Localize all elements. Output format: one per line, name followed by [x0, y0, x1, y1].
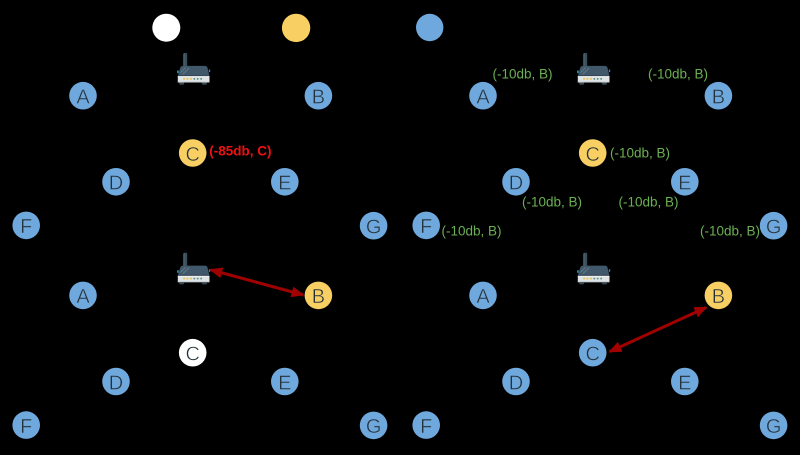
svg-text:C: C: [185, 344, 199, 366]
svg-text:E: E: [278, 173, 291, 195]
svg-text:(-10db, B): (-10db, B): [442, 224, 502, 239]
svg-text:A: A: [76, 286, 90, 308]
svg-text:G: G: [766, 217, 782, 239]
svg-text:D: D: [109, 372, 123, 394]
svg-text:A: A: [476, 286, 490, 308]
svg-text:F: F: [20, 416, 32, 438]
svg-text:D: D: [109, 173, 123, 195]
svg-text:E: E: [278, 372, 291, 394]
svg-text:B: B: [712, 286, 725, 308]
svg-text:A: A: [76, 87, 90, 109]
svg-text:(-10db, B): (-10db, B): [493, 67, 553, 82]
svg-text:(-85db, C): (-85db, C): [209, 143, 271, 158]
svg-text:G: G: [366, 416, 382, 438]
svg-text:(-10db, B): (-10db, B): [619, 195, 679, 210]
svg-text:G: G: [766, 416, 782, 438]
svg-text:(-10db, B): (-10db, B): [610, 146, 670, 161]
svg-text:A: A: [476, 87, 490, 109]
svg-text:G: G: [366, 217, 382, 239]
svg-text:B: B: [312, 286, 325, 308]
svg-text:C: C: [585, 144, 599, 166]
svg-text:D: D: [509, 173, 523, 195]
svg-text:C: C: [185, 144, 199, 166]
svg-text:(-10db, B): (-10db, B): [648, 67, 708, 82]
svg-text:F: F: [420, 216, 432, 238]
svg-text:B: B: [712, 87, 725, 109]
svg-text:C: C: [585, 344, 599, 366]
svg-text:(-10db, B): (-10db, B): [522, 195, 582, 210]
svg-text:(-10db, B): (-10db, B): [700, 224, 760, 239]
svg-text:E: E: [678, 173, 691, 195]
svg-text:F: F: [20, 216, 32, 238]
svg-text:D: D: [509, 372, 523, 394]
svg-text:F: F: [420, 416, 432, 438]
svg-text:E: E: [678, 372, 691, 394]
svg-text:B: B: [312, 87, 325, 109]
